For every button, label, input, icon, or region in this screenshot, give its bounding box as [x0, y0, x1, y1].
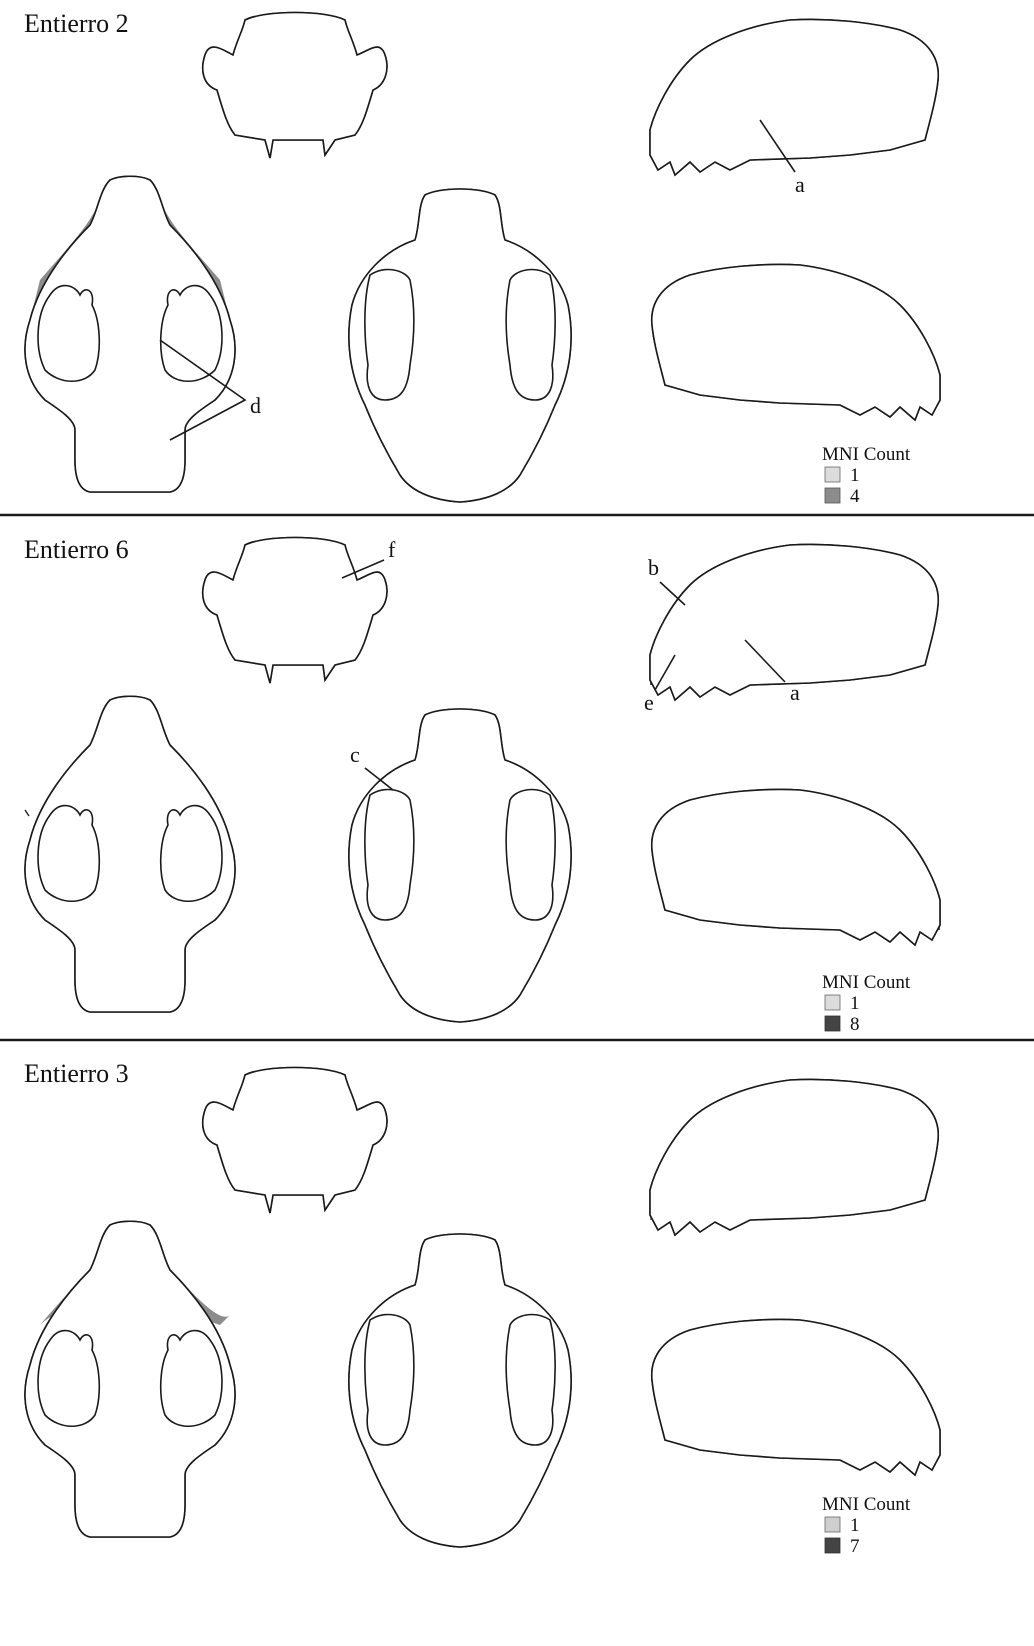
annotation-b: b [648, 555, 659, 580]
dorsal-view [25, 696, 235, 1012]
legend-swatch-min [825, 467, 840, 482]
legend-title: MNI Count [822, 972, 911, 993]
legend-swatch-min [825, 1517, 840, 1532]
legend-min-label: 1 [850, 465, 860, 486]
annotation-a: a [795, 172, 805, 197]
legend-swatch-max [825, 1538, 840, 1553]
legend-min-label: 1 [850, 993, 860, 1014]
legend-max-label: 7 [850, 1536, 860, 1557]
legend-max-label: 4 [850, 486, 860, 507]
legend: MNI Count 1 4 [822, 444, 911, 507]
lateral-view-right [652, 1319, 940, 1475]
ventral-view [349, 189, 571, 502]
panel-entierro-2: Entierro 2 [24, 9, 940, 507]
posterior-view [203, 538, 387, 684]
legend: MNI Count 1 7 [822, 1494, 911, 1557]
legend: MNI Count 1 8 [822, 972, 911, 1035]
legend-min-label: 1 [850, 1515, 860, 1536]
legend-title: MNI Count [822, 1494, 911, 1515]
lateral-view-right [652, 789, 940, 945]
panel-title: Entierro 2 [24, 9, 129, 38]
dorsal-view [25, 176, 235, 492]
annotation-a: a [790, 680, 800, 705]
posterior-view [203, 1068, 387, 1214]
lateral-view-left [650, 544, 938, 700]
annotation-c: c [350, 742, 360, 767]
legend-title: MNI Count [822, 444, 911, 465]
panel-entierro-3: Entierro 3 [24, 1059, 940, 1557]
legend-swatch-max [825, 488, 840, 503]
legend-swatch-min [825, 995, 840, 1010]
lateral-view-right [652, 264, 940, 420]
lateral-view-left [650, 19, 938, 175]
dorsal-view [25, 1221, 235, 1537]
posterior-view [203, 13, 387, 159]
legend-swatch-max [825, 1016, 840, 1031]
panel-title: Entierro 3 [24, 1059, 129, 1088]
annotation-f: f [388, 537, 396, 562]
ventral-view [349, 1234, 571, 1547]
annotation-d: d [250, 393, 261, 418]
annotation-e: e [644, 690, 654, 715]
lateral-view-left [650, 1079, 938, 1235]
panel-entierro-6: Entierro 6 f [24, 535, 940, 1035]
ventral-view [349, 709, 571, 1022]
legend-max-label: 8 [850, 1014, 860, 1035]
panel-title: Entierro 6 [24, 535, 129, 564]
